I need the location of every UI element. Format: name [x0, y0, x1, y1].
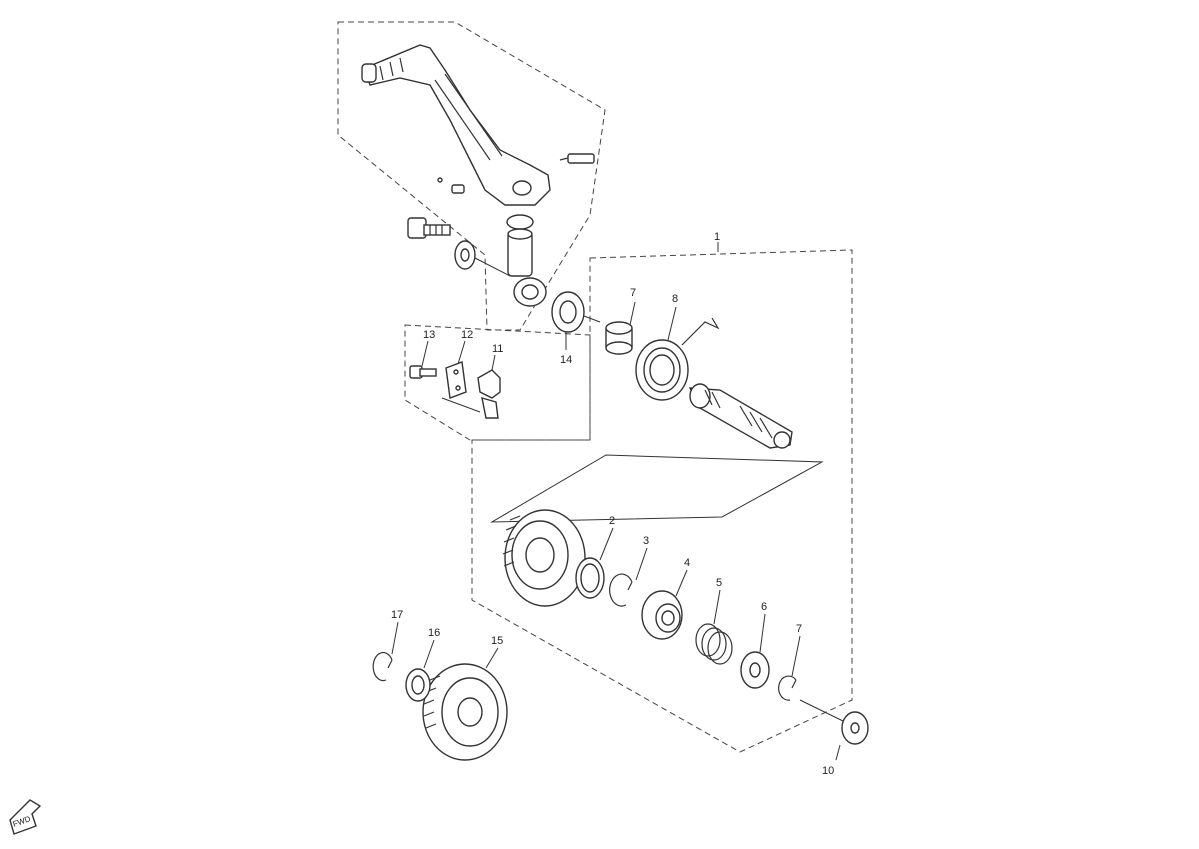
fwd-direction-badge: FWD	[9, 799, 42, 835]
circlip-ring[interactable]	[506, 214, 534, 230]
gear-plane-outline	[490, 454, 824, 523]
circlip-7[interactable]	[778, 675, 797, 701]
torsion-spring-9[interactable]	[635, 317, 720, 401]
callout-7: 7	[796, 623, 802, 635]
kick-axle[interactable]	[688, 383, 793, 449]
assembly-line	[474, 257, 511, 277]
kick-lever-group-boundary	[337, 21, 606, 331]
kick-lever-bolt[interactable]	[559, 153, 595, 164]
callout-17: 17	[391, 609, 403, 621]
callout-9: 8	[672, 293, 678, 305]
collar-8[interactable]	[605, 321, 633, 355]
callout-11: 11	[492, 343, 503, 355]
callout-8: 7	[630, 287, 636, 299]
flat-washer-left[interactable]	[454, 240, 476, 270]
bolt-13[interactable]	[409, 365, 437, 379]
kick-lever-part[interactable]	[361, 44, 551, 206]
kick-boss-bolt[interactable]	[407, 217, 451, 239]
washer-10[interactable]	[841, 711, 869, 745]
idle-gear-15[interactable]	[422, 663, 508, 761]
circlip-3[interactable]	[609, 573, 633, 607]
callout-15: 15	[491, 635, 503, 647]
ratchet-guide-11[interactable]	[477, 369, 501, 419]
washer-2[interactable]	[575, 557, 605, 599]
plate-12[interactable]	[445, 361, 467, 399]
ratchet-guide-group-boundary	[404, 324, 591, 441]
oil-seal-14[interactable]	[551, 291, 585, 333]
callout-16: 16	[428, 627, 440, 639]
callout-3: 3	[643, 535, 649, 547]
ratchet-4[interactable]	[641, 590, 683, 640]
callout-4: 4	[684, 557, 690, 569]
spring-5[interactable]	[695, 623, 733, 665]
assembly-line	[441, 397, 481, 413]
callout-13: 13	[423, 329, 435, 341]
callout-6: 6	[761, 601, 767, 613]
callout-5: 5	[716, 577, 722, 589]
kick-axle-assembly-boundary	[471, 249, 853, 753]
callout-14: 14	[560, 354, 572, 366]
kick-lever-pin[interactable]	[437, 177, 465, 194]
assembly-line	[583, 315, 601, 323]
callout-12: 12	[461, 329, 473, 341]
callout-1: 1	[714, 231, 720, 243]
kick-gear[interactable]	[502, 509, 586, 607]
circlip-17[interactable]	[372, 651, 393, 682]
callout-10: 10	[822, 765, 834, 777]
washer-16[interactable]	[405, 668, 431, 702]
callout-2: 2	[609, 515, 615, 527]
assembly-line	[799, 699, 846, 723]
kick-boss-part[interactable]	[507, 228, 547, 307]
washer-6[interactable]	[740, 651, 770, 689]
